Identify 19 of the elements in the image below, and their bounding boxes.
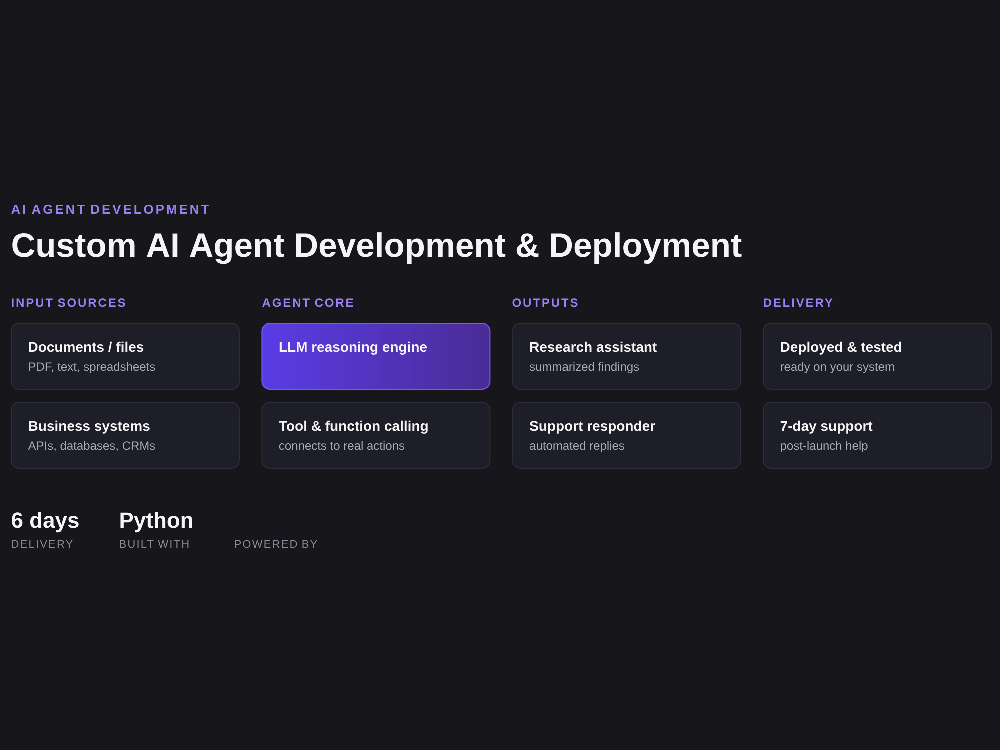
stat-label: BUILT WITH — [120, 540, 189, 548]
card: Deployed & tested ready on your system — [763, 323, 992, 390]
card: Tool & function calling connects to real actions — [262, 402, 491, 469]
card: LLM reasoning engine — [262, 323, 491, 390]
column-heading: INPUT SOURCES — [12, 298, 126, 308]
stat-label: POWERED BY — [235, 540, 318, 548]
card: Business systems APIs, databases, CRMs — [11, 402, 240, 469]
card: Documents / files PDF, text, spreadsheets — [11, 323, 240, 390]
column-heading: AGENT CORE — [262, 298, 354, 308]
card: Research assistant summarized findings — [512, 323, 742, 390]
card: Support responder automated replies — [512, 402, 742, 469]
column-heading: DELIVERY — [764, 298, 833, 307]
card: 7-day support post-launch help — [763, 402, 992, 469]
title: Custom AI Agent Development & Deployment — [12, 232, 742, 264]
column-heading: OUTPUTS — [512, 298, 578, 308]
stat-value: Python — [120, 512, 192, 533]
section-label: AI AGENT DEVELOPMENT — [12, 204, 209, 214]
stat-value: 6 days — [12, 512, 79, 533]
stat-label: DELIVERY — [12, 540, 73, 548]
